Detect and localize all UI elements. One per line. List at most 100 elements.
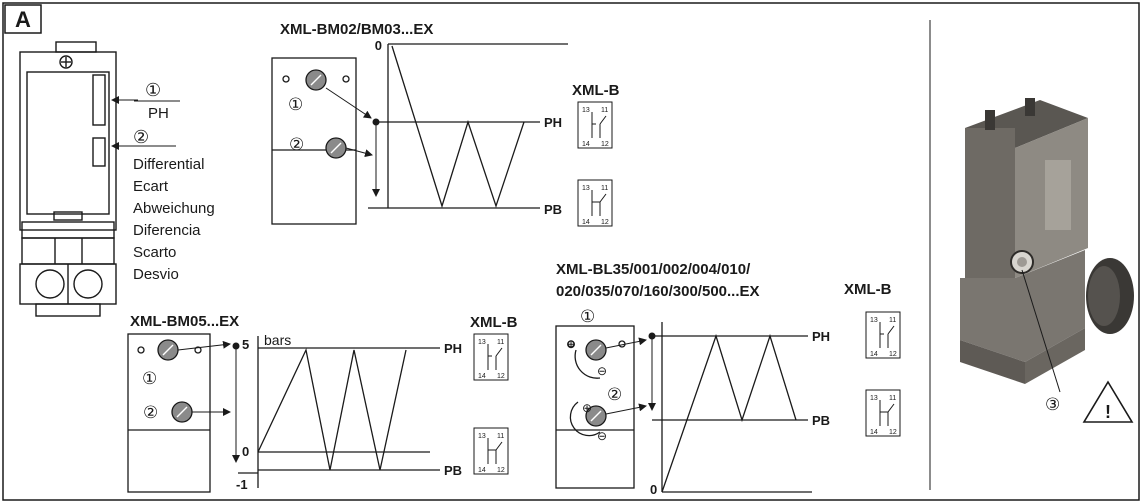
diagram-1-screw-2-label: ② (289, 135, 304, 154)
diagram-1-axis-top: 0 (375, 38, 382, 53)
diagram-1-arrow-2 (345, 147, 373, 158)
legend-1-symbol: ① (145, 80, 161, 100)
front-view-device (19, 41, 117, 317)
diagram-2-screw-1-label: ① (142, 369, 157, 388)
diagram-2-contact-closed (473, 427, 509, 475)
contact-12: 12 (889, 351, 897, 358)
diagram-3-screw-2 (585, 405, 607, 427)
diagram-2-chart (238, 336, 440, 488)
legend-2-symbol: ② (133, 127, 149, 147)
differential-term: Diferencia (133, 222, 201, 239)
contact-11: 11 (889, 317, 896, 324)
diagram-3-arrow-1 (605, 337, 647, 349)
contact-13: 13 (582, 107, 590, 114)
callout-label: ③ (1045, 395, 1060, 414)
diagram-3-arrow-2 (605, 403, 647, 415)
contact-14: 14 (582, 219, 590, 226)
contact-14: 14 (478, 467, 486, 474)
diagram-2-screw-2-label: ② (143, 403, 158, 422)
diagram-3-title-line-2: 020/035/070/160/300/500...EX (556, 283, 760, 300)
diagram-1-screw-1 (305, 69, 327, 91)
diagram-2-title: XML-BM05...EX (130, 313, 239, 330)
diagram-1-screw-2 (325, 137, 347, 159)
contact-11: 11 (497, 339, 504, 346)
diagram-1-ph-marker (372, 118, 380, 126)
diagram-1-arrow-1 (325, 87, 372, 119)
diagram-2-unit: bars (264, 332, 291, 348)
diagram-3-axis-zero: 0 (650, 482, 657, 497)
contact-12: 12 (497, 373, 505, 380)
contact-13: 13 (870, 395, 878, 402)
diagram-2-device (127, 333, 211, 493)
contact-14: 14 (870, 429, 878, 436)
contact-13: 13 (870, 317, 878, 324)
diagram-3-ph-marker (648, 332, 656, 340)
diagram-3-screw-1-label: ① (580, 307, 595, 326)
diagram-2-contact-numbers: 13 14 11 12 13 14 11 12 (478, 339, 505, 474)
diagram-3-ph-label: PH (812, 329, 830, 344)
diagram-2-ph-marker (232, 342, 240, 350)
diagram-1-ph-label: PH (544, 115, 562, 130)
panel-label: A (15, 7, 31, 32)
diagram-3-plus-2: ⊕ (582, 401, 592, 415)
callout-line (1021, 269, 1061, 393)
contact-14: 14 (870, 351, 878, 358)
diagram-3-plus-1: ⊕ (566, 337, 576, 351)
contact-12: 12 (497, 467, 505, 474)
diagram-3-switch-title: XML-B (844, 281, 892, 298)
diagram-2-switch-title: XML-B (470, 314, 518, 331)
diagram-3-contact-open (865, 311, 901, 359)
diagram-1-contact-closed (577, 179, 613, 227)
diagram-3-screw-1 (585, 339, 607, 361)
differential-term: Abweichung (133, 200, 215, 217)
diagram-2-screw-2 (171, 401, 193, 423)
diagram-3-contact-closed (865, 389, 901, 437)
contact-11: 11 (601, 107, 608, 114)
contact-14: 14 (478, 373, 486, 380)
contact-11: 11 (497, 433, 504, 440)
warning-icon (1082, 380, 1134, 423)
diagram-3-title-line-1: XML-BL35/001/002/004/010/ (556, 261, 751, 278)
diagram-2-axis-zero: 0 (242, 444, 249, 459)
warning-symbol: ! (1105, 402, 1111, 422)
differential-term: Scarto (133, 244, 176, 261)
differential-term: Desvio (133, 266, 179, 283)
diagram-2-pb-label: PB (444, 463, 462, 478)
diagram-2-screw-1 (157, 339, 179, 361)
diagram-2-axis-min: -1 (236, 477, 248, 492)
contact-12: 12 (601, 219, 609, 226)
diagram-2-ph-label: PH (444, 341, 462, 356)
diagram-3-minus-1: ⊖ (597, 364, 607, 378)
diagram-3-device (555, 325, 635, 489)
diagram-2-arrow-1 (177, 340, 231, 351)
diagram-2-contact-open (473, 333, 509, 381)
device-photo (960, 98, 1134, 384)
diagram-1-chart (368, 43, 568, 209)
contact-13: 13 (478, 339, 486, 346)
contact-13: 13 (582, 185, 590, 192)
legend-1-text: PH (148, 105, 169, 122)
differential-term: Ecart (133, 178, 169, 195)
diagram-1-pb-label: PB (544, 202, 562, 217)
diagram-1-contact-open (577, 101, 613, 149)
diagram-3-screw-2-label: ② (607, 385, 622, 404)
diagram-1-screw-1-label: ① (288, 95, 303, 114)
contact-12: 12 (889, 429, 897, 436)
diagram-1-contact-numbers: 13 14 11 12 13 14 11 12 (582, 107, 609, 226)
contact-13: 13 (478, 433, 486, 440)
diagram-1-title: XML-BM02/BM03...EX (280, 21, 433, 38)
panel-label-box (4, 4, 42, 34)
diagram-3-chart (652, 322, 812, 493)
diagram-1-switch-title: XML-B (572, 82, 620, 99)
contact-11: 11 (601, 185, 608, 192)
differential-term: Differential (133, 156, 204, 173)
contact-12: 12 (601, 141, 609, 148)
diagram-3-contact-numbers: 13 14 11 12 13 14 11 12 (870, 317, 897, 436)
contact-11: 11 (889, 395, 896, 402)
diagram-3-minus-2: ⊖ (597, 429, 607, 443)
diagram-2-axis-top: 5 (242, 337, 249, 352)
diagram-3-pb-label: PB (812, 413, 830, 428)
